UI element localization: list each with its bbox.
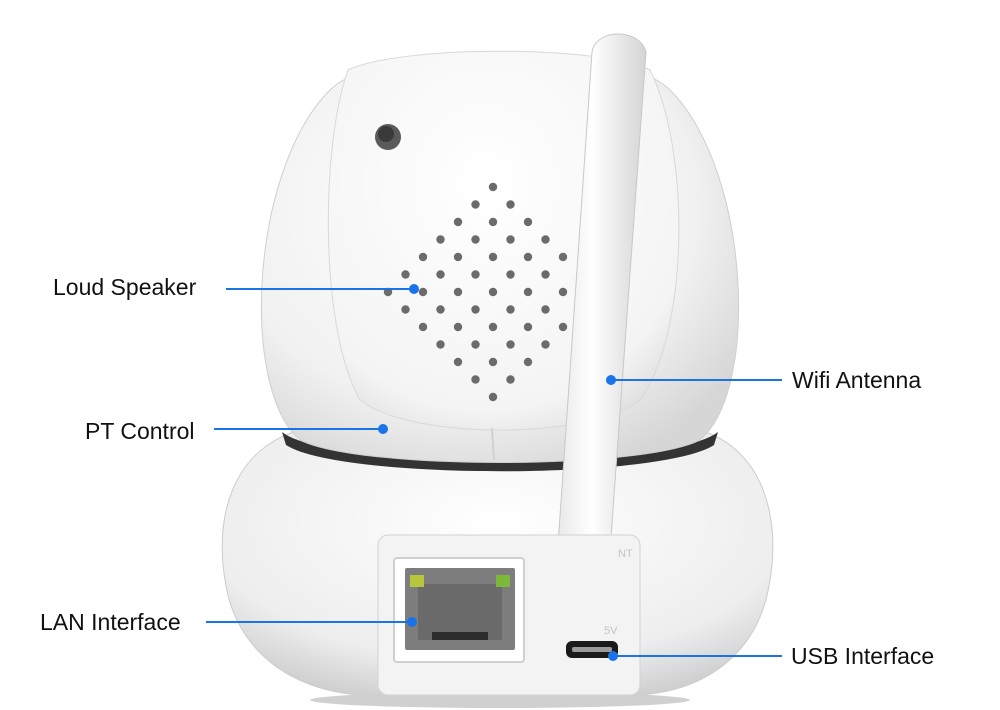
speaker-hole	[523, 287, 533, 297]
speaker-hole	[401, 305, 410, 314]
callout-label-loud-speaker: Loud Speaker	[53, 274, 197, 300]
speaker-hole	[418, 252, 428, 262]
speaker-hole	[523, 217, 533, 227]
speaker-hole	[471, 270, 480, 279]
speaker-hole	[541, 270, 550, 279]
speaker-hole	[541, 305, 550, 314]
callout-label-wifi-antenna: Wifi Antenna	[792, 367, 922, 393]
head-seam	[491, 427, 495, 461]
speaker-hole	[506, 305, 515, 314]
speaker-hole	[541, 340, 550, 349]
net-mark: NT	[618, 548, 633, 560]
speaker-hole	[488, 182, 498, 192]
speaker-hole	[558, 287, 568, 297]
callout-label-lan-interface: LAN Interface	[40, 609, 181, 635]
wifi-antenna	[547, 33, 647, 691]
speaker-hole	[523, 252, 533, 262]
speaker-hole	[453, 287, 463, 297]
power-mark: 5V	[604, 625, 618, 637]
speaker-hole	[506, 235, 515, 244]
lan-led-right	[496, 575, 510, 587]
callout-dot-loud-speaker	[409, 284, 419, 294]
speaker-hole	[471, 235, 480, 244]
callout-dot-pt-control	[378, 424, 388, 434]
callout-dot-usb-interface	[608, 651, 618, 661]
speaker-hole	[453, 252, 463, 262]
speaker-hole	[506, 200, 515, 209]
speaker-hole	[436, 270, 445, 279]
callout-line-wifi-antenna	[614, 379, 782, 381]
callout-line-loud-speaker	[226, 288, 414, 290]
speaker-hole	[558, 252, 568, 262]
speaker-hole	[523, 322, 533, 332]
speaker-hole	[558, 322, 568, 332]
speaker-hole	[541, 235, 550, 244]
callout-label-pt-control: PT Control	[85, 418, 195, 444]
speaker-hole	[488, 322, 498, 332]
lan-led-left	[410, 575, 424, 587]
speaker-hole	[488, 357, 498, 367]
speaker-hole	[453, 217, 463, 227]
speaker-hole	[436, 340, 445, 349]
speaker-hole	[436, 305, 445, 314]
speaker-hole	[506, 375, 515, 384]
speaker-hole	[488, 252, 498, 262]
callout-label-usb-interface: USB Interface	[791, 643, 935, 669]
callout-line-lan-interface	[206, 621, 412, 623]
speaker-hole	[471, 200, 480, 209]
callout-line-usb-interface	[616, 655, 782, 657]
callout-line-pt-control	[214, 428, 382, 430]
speaker-hole	[401, 270, 410, 279]
callout-dot-lan-interface	[407, 617, 417, 627]
speaker-hole	[506, 270, 515, 279]
speaker-hole	[488, 217, 498, 227]
speaker-hole	[471, 375, 480, 384]
speaker-hole	[418, 322, 428, 332]
speaker-hole	[523, 357, 533, 367]
speaker-hole	[506, 340, 515, 349]
speaker-hole	[488, 287, 498, 297]
speaker-hole	[453, 322, 463, 332]
speaker-hole	[436, 235, 445, 244]
speaker-hole	[471, 305, 480, 314]
speaker-hole	[453, 357, 463, 367]
base-foot	[310, 692, 690, 708]
speaker-hole	[418, 287, 428, 297]
speaker-hole	[488, 392, 498, 402]
callout-dot-wifi-antenna	[606, 375, 616, 385]
speaker-hole	[471, 340, 480, 349]
